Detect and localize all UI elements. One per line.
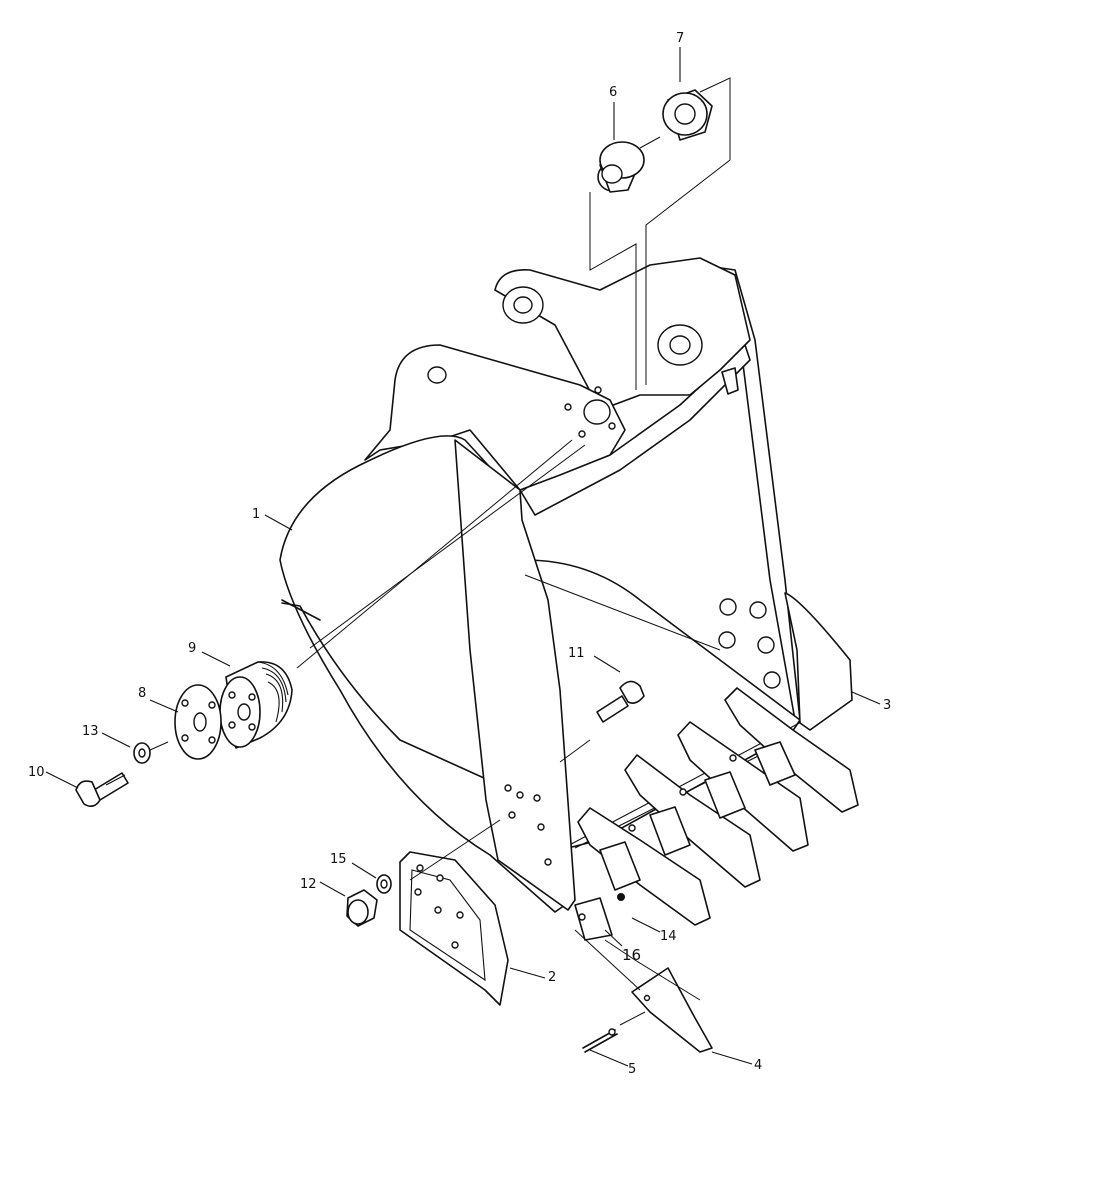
label-part-7: 7 (676, 31, 684, 46)
nut-12 (346, 889, 378, 927)
bucket-teeth (574, 687, 859, 941)
part-labels: 1 2 3 4 5 6 7 8 9 10 11 12 13 14 15 16 (28, 31, 891, 1077)
side-cutter-right (784, 592, 853, 731)
label-part-4: 4 (754, 1058, 762, 1073)
label-part-16: 16 (622, 946, 641, 964)
bushing-6 (597, 141, 645, 193)
bushing-7 (662, 89, 713, 141)
leader-lines (45, 47, 881, 1067)
label-part-2: 2 (548, 970, 556, 985)
plate-8 (174, 684, 222, 760)
label-part-9: 9 (188, 641, 196, 656)
label-part-15: 15 (330, 852, 347, 867)
bolt-10 (75, 772, 129, 808)
label-part-8: 8 (138, 686, 146, 701)
label-part-14: 14 (660, 929, 677, 944)
label-part-5: 5 (628, 1062, 636, 1077)
washer-15 (376, 874, 392, 894)
washer-13 (133, 742, 151, 764)
label-part-1: 1 (252, 507, 260, 522)
label-part-11: 11 (568, 646, 585, 661)
label-part-10: 10 (28, 765, 45, 780)
bolt-11 (596, 680, 645, 723)
alignment-lines (149, 77, 731, 1026)
flange-washer-9 (219, 661, 293, 749)
side-cutter-left (399, 851, 509, 1006)
loose-tooth (631, 967, 713, 1053)
label-part-3: 3 (883, 698, 891, 713)
label-part-6: 6 (609, 85, 617, 100)
tooth-pin (582, 1028, 618, 1053)
label-part-13: 13 (82, 724, 99, 739)
label-part-12: 12 (300, 877, 317, 892)
